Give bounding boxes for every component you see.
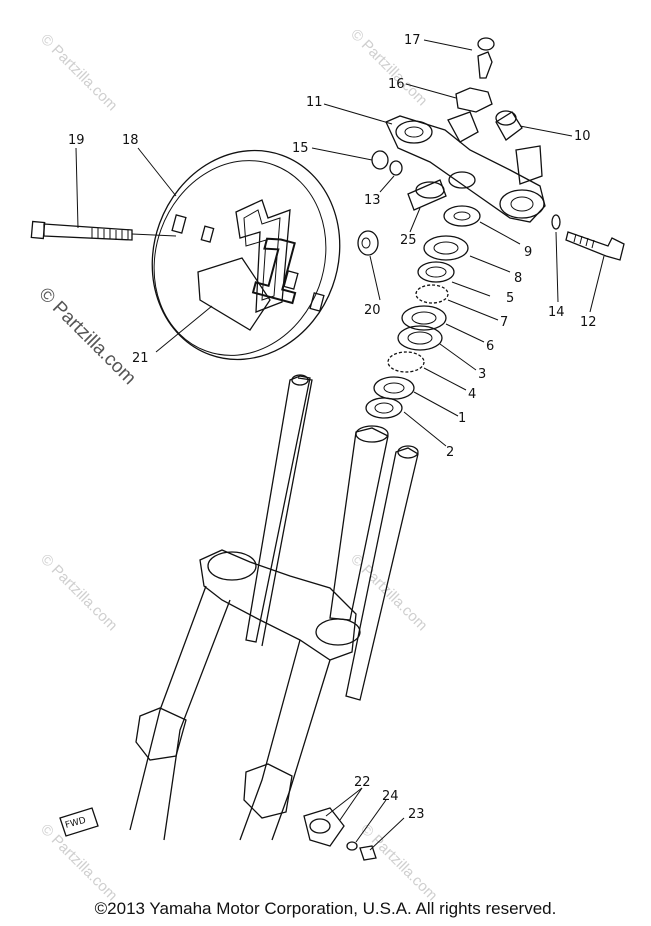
callout-7: 7 — [500, 315, 508, 330]
callout-18: 18 — [122, 133, 139, 148]
callout-25: 25 — [400, 233, 417, 248]
callout-5: 5 — [506, 291, 514, 306]
lower-clamp — [303, 807, 377, 861]
fork-assembly — [129, 374, 419, 841]
watermarks: © Partzilla.com © Partzilla.com © Partzi… — [34, 26, 440, 904]
callout-21: 21 — [132, 351, 149, 366]
spacer — [357, 230, 379, 256]
watermark: © Partzilla.com — [357, 821, 440, 904]
callout-numbers: 17 16 11 10 15 13 25 9 8 5 7 6 3 4 1 2 1… — [68, 33, 597, 822]
callout-2: 2 — [446, 445, 454, 460]
bearing-stack — [365, 179, 469, 419]
watermark: © Partzilla.com — [37, 551, 120, 634]
callout-22: 22 — [354, 775, 371, 790]
long-bolt — [30, 220, 177, 241]
callout-13: 13 — [364, 193, 381, 208]
callout-4: 4 — [468, 387, 476, 402]
watermark: © Partzilla.com — [347, 551, 430, 634]
fwd-label: FWD — [64, 816, 87, 831]
copyright-footer: ©2013 Yamaha Motor Corporation, U.S.A. A… — [94, 899, 557, 918]
upper-bracket-assembly — [371, 37, 625, 261]
callout-3: 3 — [478, 367, 486, 382]
callout-12: 12 — [580, 315, 597, 330]
callout-8: 8 — [514, 271, 522, 286]
callout-17: 17 — [404, 33, 421, 48]
callout-19: 19 — [68, 133, 85, 148]
watermark: © Partzilla.com — [34, 284, 139, 389]
number-plate: 1 — [151, 149, 341, 361]
callout-10: 10 — [574, 129, 591, 144]
callout-20: 20 — [364, 303, 381, 318]
watermark: © Partzilla.com — [37, 31, 120, 114]
leader-lines — [75, 39, 605, 851]
callout-14: 14 — [548, 305, 565, 320]
callout-1: 1 — [458, 411, 466, 426]
callout-11: 11 — [306, 95, 323, 110]
callout-6: 6 — [486, 339, 494, 354]
callout-23: 23 — [408, 807, 425, 822]
callout-9: 9 — [524, 245, 532, 260]
callout-16: 16 — [388, 77, 405, 92]
callout-24: 24 — [382, 789, 399, 804]
watermark: © Partzilla.com — [37, 821, 120, 904]
fwd-tag: FWD — [59, 807, 99, 837]
callout-15: 15 — [292, 141, 309, 156]
